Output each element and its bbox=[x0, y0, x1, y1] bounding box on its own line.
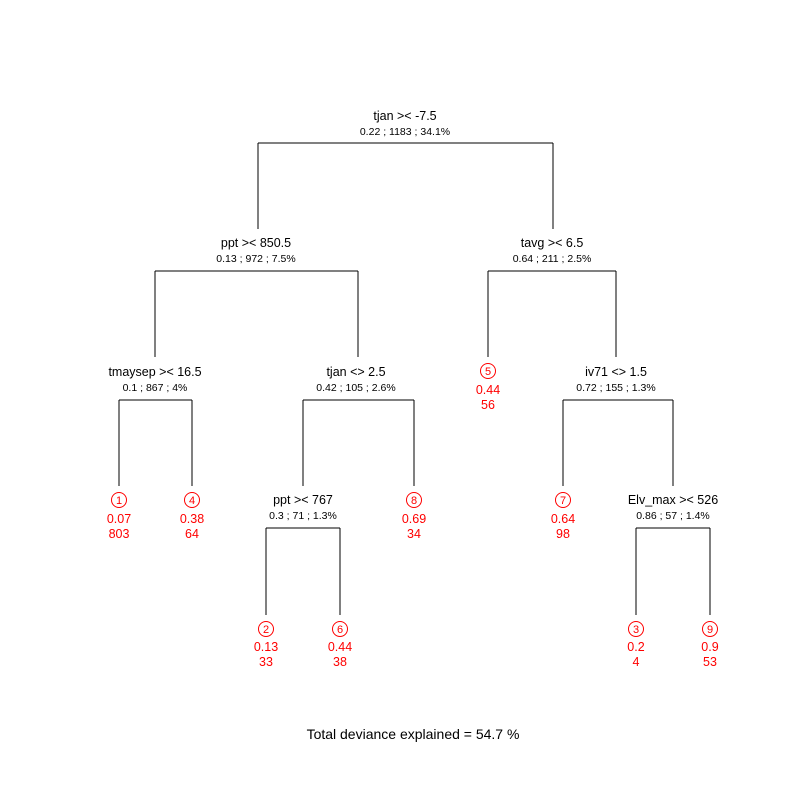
leaf-id-circle bbox=[406, 492, 422, 508]
leaf-mean: 0.38 bbox=[180, 512, 204, 526]
leaf-count: 4 bbox=[633, 655, 640, 669]
leaf-id: 8 bbox=[411, 495, 417, 507]
leaf-node-2: 2 0.13 33 bbox=[254, 621, 278, 669]
split-stats: 0.1 ; 867 ; 4% bbox=[123, 382, 188, 394]
leaf-mean: 0.44 bbox=[476, 383, 500, 397]
deviance-explained-caption: Total deviance explained = 54.7 % bbox=[307, 726, 520, 742]
leaf-count: 64 bbox=[185, 527, 199, 541]
leaf-id: 1 bbox=[116, 495, 122, 507]
split-stats: 0.86 ; 57 ; 1.4% bbox=[636, 510, 710, 522]
leaf-id: 9 bbox=[707, 624, 713, 636]
split-label: ppt >< 850.5 bbox=[221, 236, 291, 250]
leaf-mean: 0.9 bbox=[701, 640, 718, 654]
leaf-mean: 0.13 bbox=[254, 640, 278, 654]
split-node-root: tjan >< -7.5 0.22 ; 1183 ; 34.1% bbox=[360, 109, 450, 138]
split-node-tmaysep: tmaysep >< 16.5 0.1 ; 867 ; 4% bbox=[108, 365, 201, 394]
split-label: tjan >< -7.5 bbox=[373, 109, 436, 123]
leaf-count: 53 bbox=[703, 655, 717, 669]
leaf-count: 34 bbox=[407, 527, 421, 541]
split-node-tavg: tavg >< 6.5 0.64 ; 211 ; 2.5% bbox=[513, 236, 592, 265]
tree-edges bbox=[118, 142, 711, 615]
leaf-id: 6 bbox=[337, 624, 343, 636]
leaf-id-circle bbox=[332, 621, 348, 637]
split-node-elv-max: Elv_max >< 526 0.86 ; 57 ; 1.4% bbox=[628, 493, 718, 522]
leaf-id-circle bbox=[111, 492, 127, 508]
split-label: tjan <> 2.5 bbox=[326, 365, 385, 379]
leaf-node-9: 9 0.9 53 bbox=[701, 621, 719, 669]
leaf-count: 38 bbox=[333, 655, 347, 669]
leaf-mean: 0.07 bbox=[107, 512, 131, 526]
leaf-count: 803 bbox=[109, 527, 130, 541]
split-stats: 0.42 ; 105 ; 2.6% bbox=[316, 382, 395, 394]
split-label: iv71 <> 1.5 bbox=[585, 365, 647, 379]
split-node-iv71: iv71 <> 1.5 0.72 ; 155 ; 1.3% bbox=[576, 365, 655, 394]
split-label: tmaysep >< 16.5 bbox=[108, 365, 201, 379]
leaf-id-circle bbox=[555, 492, 571, 508]
leaf-node-7: 7 0.64 98 bbox=[551, 492, 575, 541]
leaf-id: 2 bbox=[263, 624, 269, 636]
split-stats: 0.22 ; 1183 ; 34.1% bbox=[360, 126, 450, 138]
split-stats: 0.64 ; 211 ; 2.5% bbox=[513, 253, 592, 265]
split-label: tavg >< 6.5 bbox=[521, 236, 584, 250]
leaf-id-circle bbox=[258, 621, 274, 637]
leaf-count: 56 bbox=[481, 398, 495, 412]
leaf-id-circle bbox=[184, 492, 200, 508]
leaf-count: 98 bbox=[556, 527, 570, 541]
leaf-node-5: 5 0.44 56 bbox=[476, 363, 500, 412]
leaf-mean: 0.69 bbox=[402, 512, 426, 526]
split-node-ppt767: ppt >< 767 0.3 ; 71 ; 1.3% bbox=[269, 493, 337, 522]
split-node-ppt850: ppt >< 850.5 0.13 ; 972 ; 7.5% bbox=[216, 236, 295, 265]
leaf-node-4: 4 0.38 64 bbox=[180, 492, 204, 541]
leaf-id-circle bbox=[702, 621, 718, 637]
split-stats: 0.3 ; 71 ; 1.3% bbox=[269, 510, 337, 522]
leaf-count: 33 bbox=[259, 655, 273, 669]
leaf-id: 4 bbox=[189, 495, 195, 507]
leaf-id: 3 bbox=[633, 624, 639, 636]
split-label: ppt >< 767 bbox=[273, 493, 333, 507]
leaf-mean: 0.2 bbox=[627, 640, 644, 654]
split-node-tjan25: tjan <> 2.5 0.42 ; 105 ; 2.6% bbox=[316, 365, 395, 394]
leaf-id-circle bbox=[628, 621, 644, 637]
leaf-node-6: 6 0.44 38 bbox=[328, 621, 352, 669]
leaf-node-1: 1 0.07 803 bbox=[107, 492, 131, 541]
leaf-id: 5 bbox=[485, 366, 491, 378]
leaf-node-3: 3 0.2 4 bbox=[627, 621, 645, 669]
leaf-id-circle bbox=[480, 363, 496, 379]
leaf-node-8: 8 0.69 34 bbox=[402, 492, 426, 541]
leaf-id: 7 bbox=[560, 495, 566, 507]
leaf-mean: 0.64 bbox=[551, 512, 575, 526]
leaf-mean: 0.44 bbox=[328, 640, 352, 654]
split-stats: 0.72 ; 155 ; 1.3% bbox=[576, 382, 655, 394]
split-label: Elv_max >< 526 bbox=[628, 493, 718, 507]
split-stats: 0.13 ; 972 ; 7.5% bbox=[216, 253, 295, 265]
